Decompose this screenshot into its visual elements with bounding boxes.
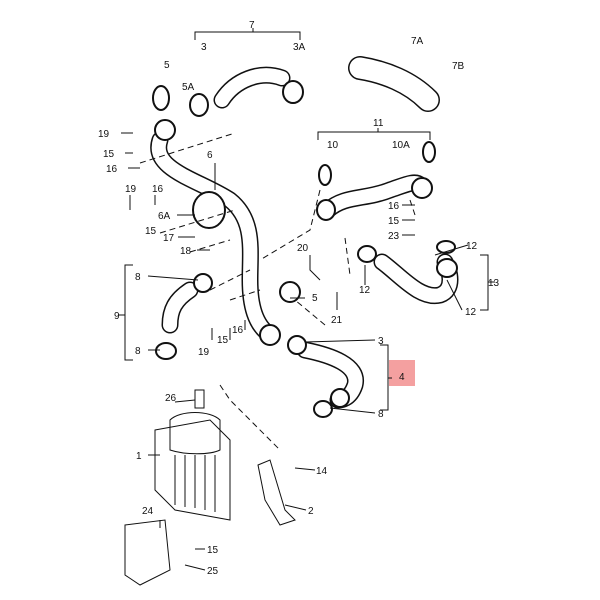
hose-11[interactable]	[319, 174, 429, 219]
label-4[interactable]: 4	[399, 372, 405, 383]
label-8[interactable]: 8	[378, 409, 384, 420]
label-19[interactable]: 19	[125, 184, 137, 195]
label-12[interactable]: 12	[466, 241, 478, 252]
label-5a[interactable]: 5A	[182, 82, 195, 93]
label-8[interactable]: 8	[135, 272, 141, 283]
label-6a[interactable]: 6A	[158, 211, 171, 222]
label-6[interactable]: 6	[207, 150, 213, 161]
label-1[interactable]: 1	[136, 451, 142, 462]
clamp-rings[interactable]	[152, 80, 458, 418]
label-21[interactable]: 21	[331, 315, 343, 326]
part-labels: 7 3 3A 7A 7B 5 5A 19 15 16 6 11 10 10A 1…	[98, 20, 500, 577]
label-7a[interactable]: 7A	[411, 36, 424, 47]
intercooler[interactable]	[154, 389, 231, 521]
highlight-part-4[interactable]	[389, 360, 415, 386]
label-15[interactable]: 15	[217, 335, 229, 346]
hose-6[interactable]	[150, 131, 279, 344]
label-7b[interactable]: 7B	[452, 61, 465, 72]
label-15[interactable]: 15	[103, 149, 115, 160]
label-16[interactable]: 16	[388, 201, 400, 212]
label-3[interactable]: 3	[201, 42, 207, 53]
label-20[interactable]: 20	[297, 243, 309, 254]
label-12[interactable]: 12	[465, 307, 477, 318]
hose-7[interactable]	[213, 66, 291, 109]
label-16[interactable]: 16	[106, 164, 118, 175]
label-14[interactable]: 14	[316, 466, 328, 477]
label-17[interactable]: 17	[163, 233, 175, 244]
label-3a[interactable]: 3A	[293, 42, 306, 53]
bracket-2[interactable]	[257, 459, 296, 526]
label-16[interactable]: 16	[152, 184, 164, 195]
label-25[interactable]: 25	[207, 566, 219, 577]
label-7[interactable]: 7	[249, 20, 255, 31]
label-8[interactable]: 8	[135, 346, 141, 357]
label-15[interactable]: 15	[207, 545, 219, 556]
label-9[interactable]: 9	[114, 311, 120, 322]
hose-7a[interactable]	[348, 56, 440, 112]
label-5[interactable]: 5	[164, 60, 170, 71]
label-16[interactable]: 16	[232, 325, 244, 336]
label-3[interactable]: 3	[378, 336, 384, 347]
label-12[interactable]: 12	[359, 285, 371, 296]
hose-9[interactable]	[161, 281, 199, 334]
label-11[interactable]: 11	[373, 118, 384, 129]
label-18[interactable]: 18	[180, 246, 192, 257]
label-10[interactable]: 10	[327, 140, 339, 151]
label-15[interactable]: 15	[145, 226, 157, 237]
label-15[interactable]: 15	[388, 216, 400, 227]
label-19[interactable]: 19	[198, 347, 210, 358]
label-2[interactable]: 2	[308, 506, 314, 517]
label-19[interactable]: 19	[98, 129, 110, 140]
label-26[interactable]: 26	[165, 393, 177, 404]
label-5[interactable]: 5	[312, 293, 318, 304]
air-duct-24[interactable]	[124, 519, 171, 586]
label-24[interactable]: 24	[142, 506, 154, 517]
label-13[interactable]: 13	[488, 278, 500, 289]
label-10a[interactable]: 10A	[392, 140, 410, 151]
label-23[interactable]: 23	[388, 231, 400, 242]
